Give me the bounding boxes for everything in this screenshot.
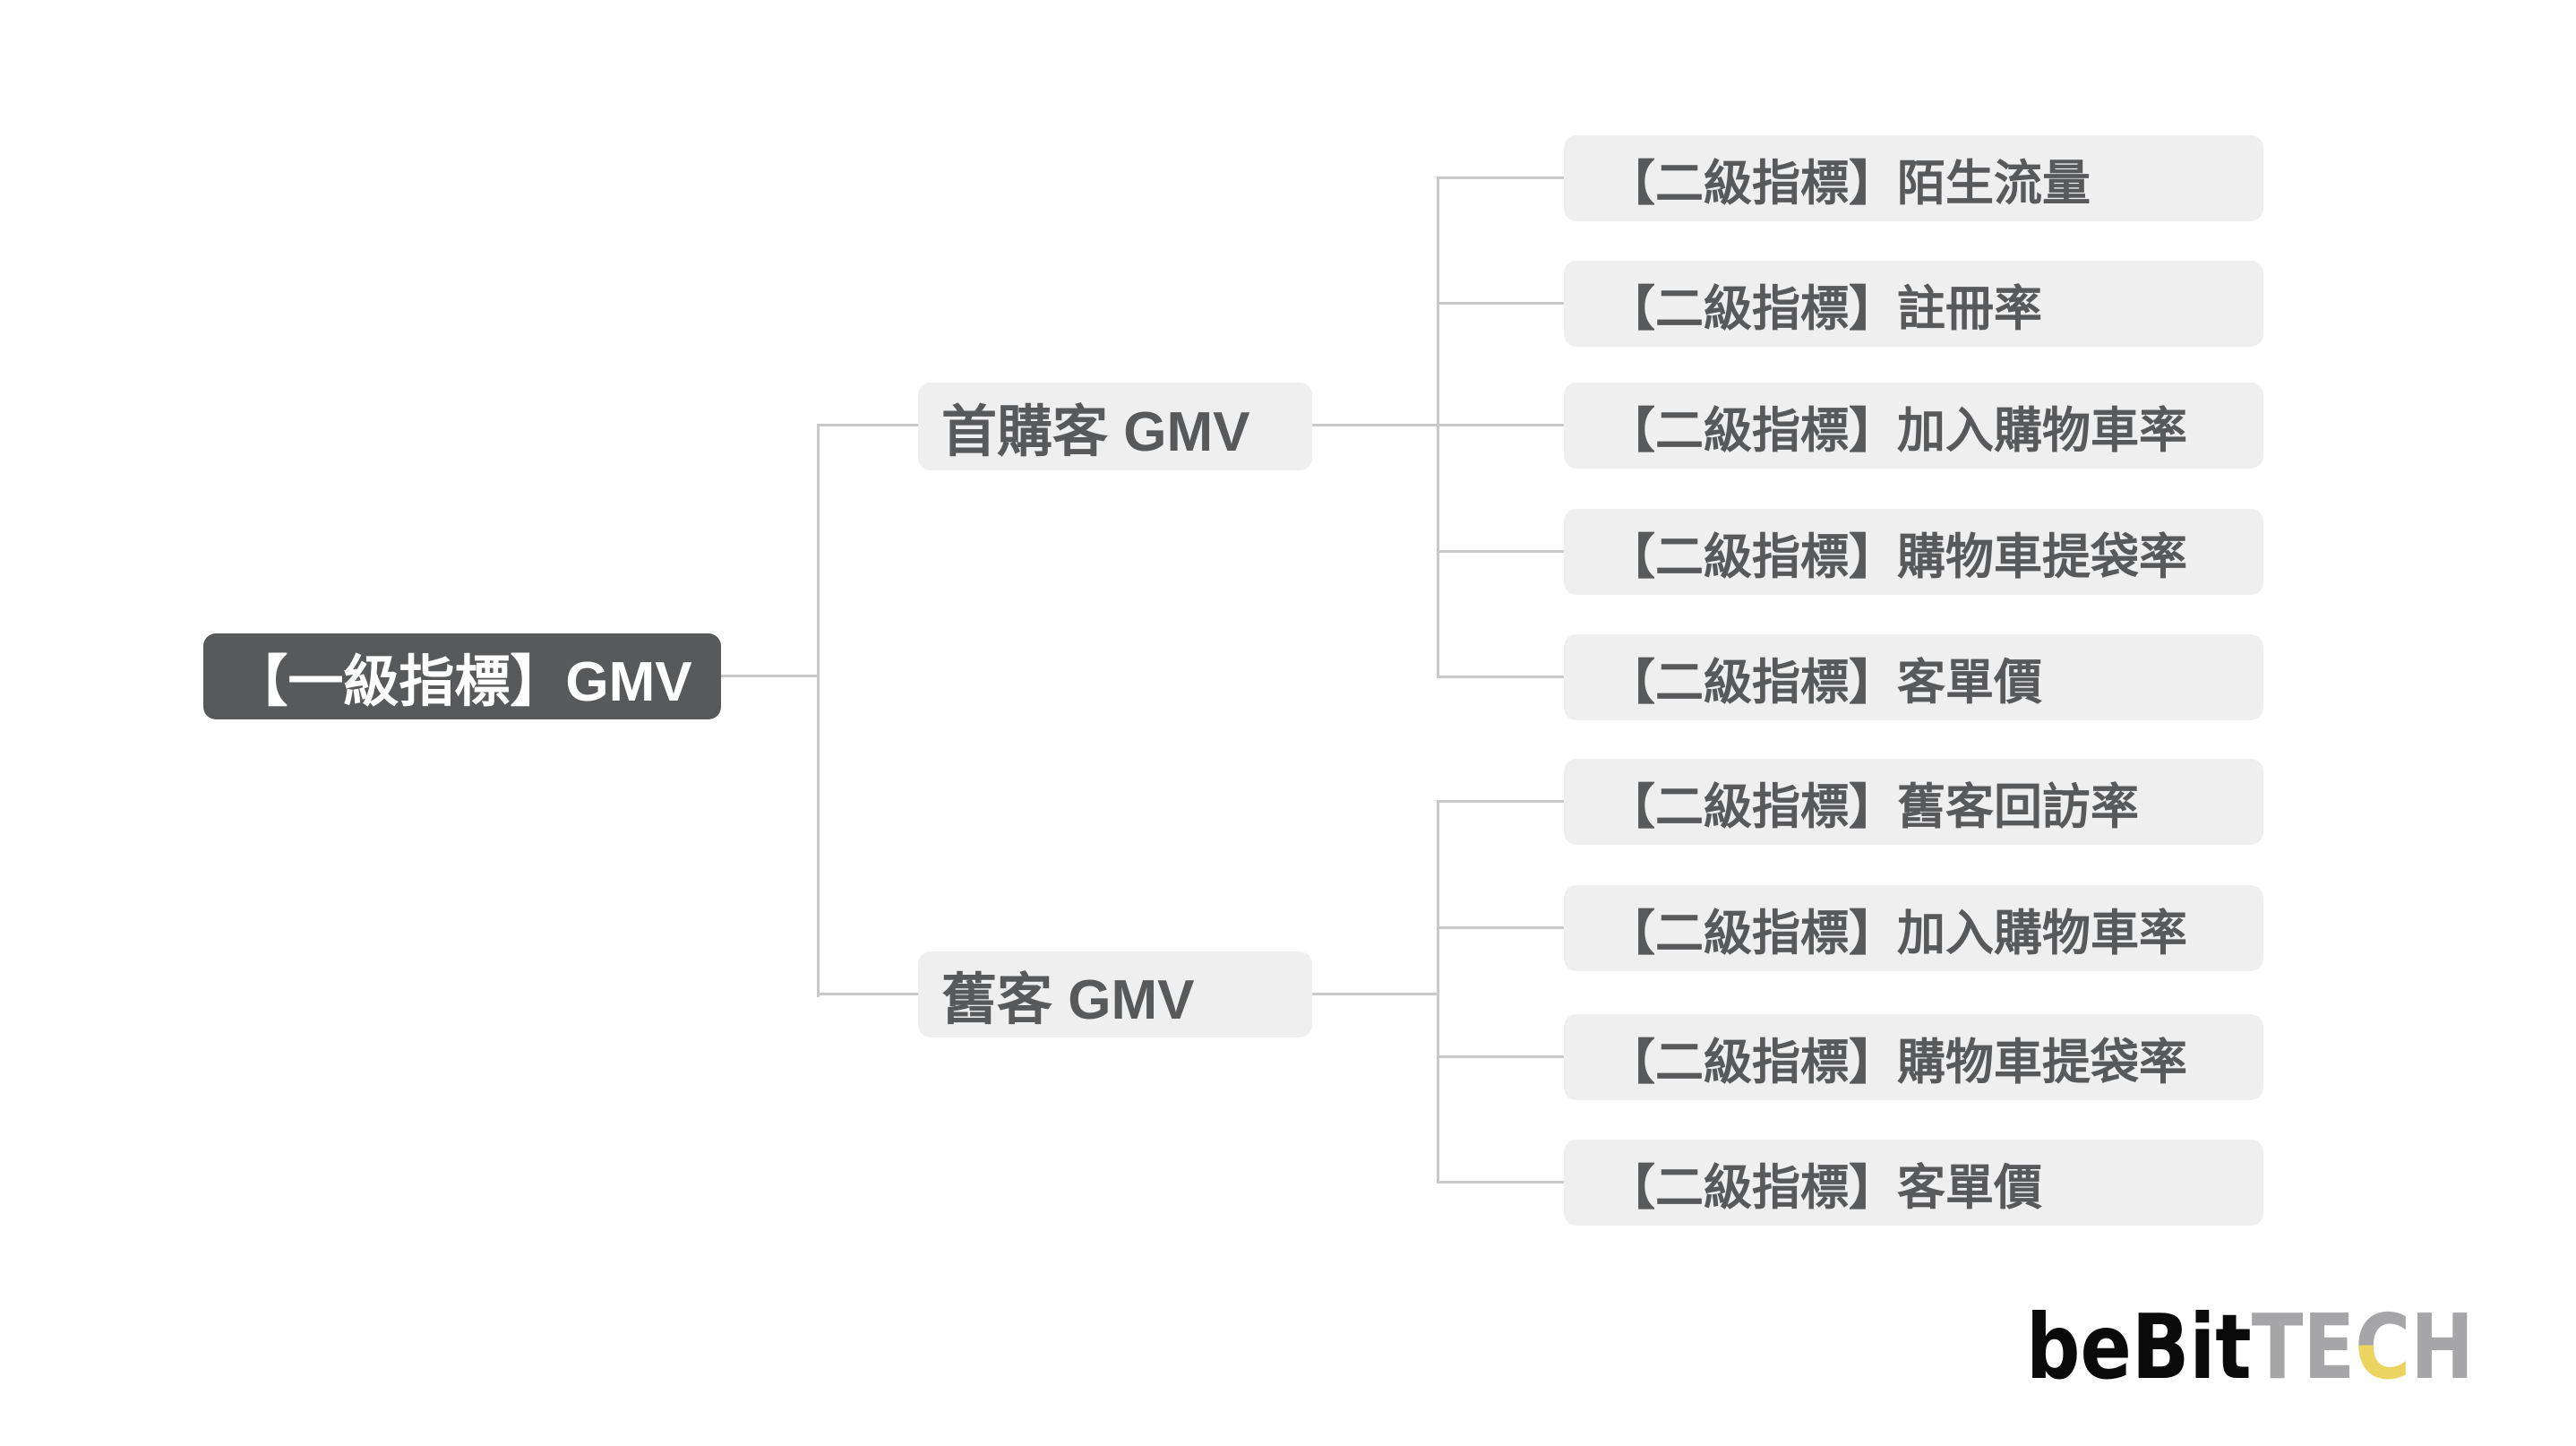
node-label: 舊客 GMV bbox=[941, 969, 1195, 1031]
connector-stub-g1-4 bbox=[1437, 550, 1564, 553]
node-secondary-stranger-traffic: 【二級指標】陌生流量 bbox=[1564, 135, 2263, 221]
node-secondary-registration-rate: 【二級指標】註冊率 bbox=[1564, 261, 2263, 347]
node-secondary-avg-order-value-1: 【二級指標】客單價 bbox=[1564, 634, 2263, 720]
node-secondary-return-visit-rate: 【二級指標】舊客回訪率 bbox=[1564, 759, 2263, 845]
connector-stub-g2-4 bbox=[1437, 1181, 1564, 1183]
connector-left-trunk bbox=[817, 424, 820, 997]
node-label: 【二級指標】舊客回訪率 bbox=[1607, 779, 2139, 834]
logo-te: TE bbox=[2252, 1295, 2355, 1399]
connector-stub-g1-5 bbox=[1437, 676, 1564, 678]
connector-branch2-out bbox=[1312, 993, 1438, 995]
connector-to-branch-1 bbox=[817, 424, 918, 426]
logo-bebit: beBit bbox=[2026, 1295, 2252, 1399]
logo-c-two-tone: C bbox=[2355, 1295, 2410, 1399]
connector-stub-g1-1 bbox=[1437, 176, 1564, 179]
node-label: 【二級指標】註冊率 bbox=[1607, 281, 2042, 336]
logo-h: H bbox=[2410, 1295, 2474, 1399]
connector-trunk-group2 bbox=[1437, 800, 1439, 1183]
node-label: 【二級指標】客單價 bbox=[1607, 655, 2042, 710]
node-secondary-cart-conversion-1: 【二級指標】購物車提袋率 bbox=[1564, 509, 2263, 595]
connector-stub-g1-2 bbox=[1437, 302, 1564, 305]
logo-text: beBitTECH bbox=[2026, 1295, 2474, 1399]
node-label: 【二級指標】加入購物車率 bbox=[1607, 403, 2187, 458]
node-secondary-cart-conversion-2: 【二級指標】購物車提袋率 bbox=[1564, 1014, 2263, 1100]
bebittech-logo: beBitTECH bbox=[2026, 1295, 2474, 1399]
node-label: 【二級指標】陌生流量 bbox=[1607, 156, 2091, 211]
node-level1-gmv: 【一級指標】GMV bbox=[203, 633, 721, 719]
node-returning-gmv: 舊客 GMV bbox=[918, 951, 1312, 1037]
node-first-purchase-gmv: 首購客 GMV bbox=[918, 383, 1312, 470]
node-secondary-avg-order-value-2: 【二級指標】客單價 bbox=[1564, 1140, 2263, 1226]
connector-stub-g2-1 bbox=[1437, 800, 1564, 803]
node-label: 【二級指標】購物車提袋率 bbox=[1607, 1035, 2187, 1089]
node-secondary-add-to-cart-rate-1: 【二級指標】加入購物車率 bbox=[1564, 383, 2263, 469]
connector-trunk-group1 bbox=[1437, 176, 1439, 678]
connector-root-out bbox=[721, 675, 818, 677]
connector-stub-g2-3 bbox=[1437, 1055, 1564, 1058]
node-label: 【二級指標】加入購物車率 bbox=[1607, 906, 2187, 960]
node-label: 首購客 GMV bbox=[941, 401, 1250, 463]
node-secondary-add-to-cart-rate-2: 【二級指標】加入購物車率 bbox=[1564, 885, 2263, 971]
node-label: 【二級指標】購物車提袋率 bbox=[1607, 529, 2187, 584]
node-label: 【一級指標】GMV bbox=[232, 651, 692, 713]
node-label: 【二級指標】客單價 bbox=[1607, 1160, 2042, 1215]
connector-to-branch-2 bbox=[817, 993, 918, 995]
connector-stub-g2-2 bbox=[1437, 926, 1564, 929]
